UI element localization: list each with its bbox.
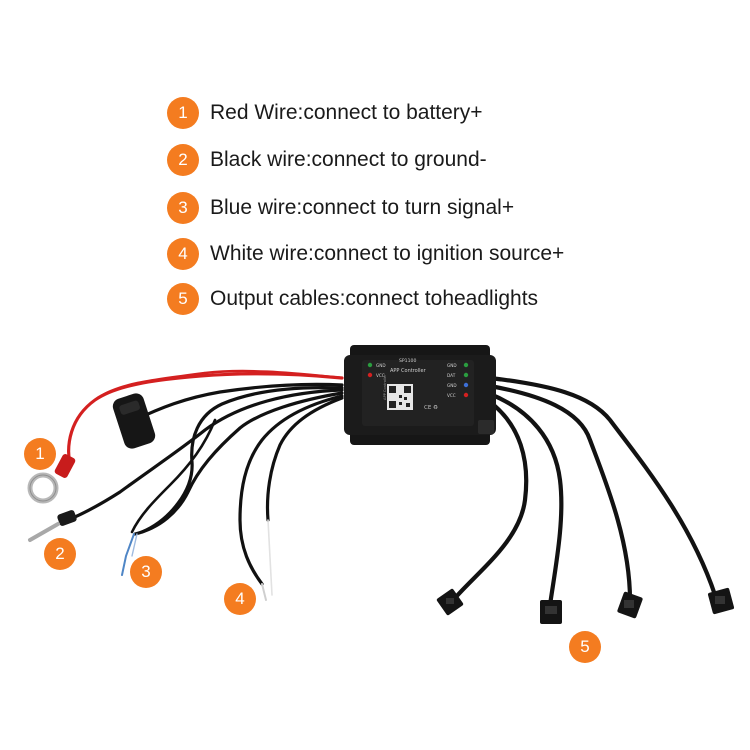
legend-item-output-cables: 5 Output cables:connect toheadlights — [167, 282, 538, 316]
legend-number-badge: 4 — [167, 238, 199, 270]
ground-terminal — [28, 510, 77, 542]
ring-terminal — [27, 454, 76, 504]
callout-badge-5: 5 — [569, 631, 601, 663]
legend-number-badge: 2 — [167, 144, 199, 176]
legend-item-black-wire: 2 Black wire:connect to ground- — [167, 143, 487, 177]
module-side-label: APP Controller — [383, 374, 387, 400]
module-right-pin: GND — [447, 383, 457, 388]
blue-wire-tip — [121, 533, 138, 576]
legend-text: Blue wire:connect to turn signal+ — [210, 196, 515, 219]
legend-number-badge: 5 — [167, 283, 199, 315]
module-right-pin: VCC — [447, 393, 456, 398]
legend-item-white-wire: 4 White wire:connect to ignition source+ — [167, 237, 564, 271]
module-left-pin: GND — [376, 363, 386, 368]
jst-connectors — [436, 587, 735, 624]
module-right-pin: DAT — [447, 373, 456, 378]
module-name: APP Controller — [390, 368, 427, 374]
legend-number-badge: 3 — [167, 192, 199, 224]
module-right-pin: GND — [447, 363, 457, 368]
module-left-pin: VCC — [376, 373, 385, 378]
legend-item-red-wire: 1 Red Wire:connect to battery+ — [167, 96, 483, 130]
callout-badge-1: 1 — [24, 438, 56, 470]
legend-item-blue-wire: 3 Blue wire:connect to turn signal+ — [167, 191, 514, 225]
black-wire-bundle — [66, 382, 344, 586]
certification-marks: CE ♻ — [424, 405, 438, 411]
callout-badge-4: 4 — [224, 583, 256, 615]
legend-text: Red Wire:connect to battery+ — [210, 101, 483, 124]
controller-module: SP1100 APP Controller GND VCC GND DAT GN… — [344, 345, 496, 445]
legend-text: Output cables:connect toheadlights — [210, 287, 539, 310]
legend-text: Black wire:connect to ground- — [210, 148, 487, 171]
callout-badge-3: 3 — [130, 556, 162, 588]
legend-number-badge: 1 — [167, 97, 199, 129]
white-wire-tip — [261, 519, 273, 601]
module-model: SP1100 — [399, 358, 416, 364]
fuse-holder — [112, 393, 156, 449]
legend-text: White wire:connect to ignition source+ — [210, 242, 565, 265]
callout-badge-2: 2 — [44, 538, 76, 570]
red-wire — [67, 369, 344, 467]
qr-code-icon — [387, 384, 413, 410]
output-cables — [452, 375, 718, 608]
